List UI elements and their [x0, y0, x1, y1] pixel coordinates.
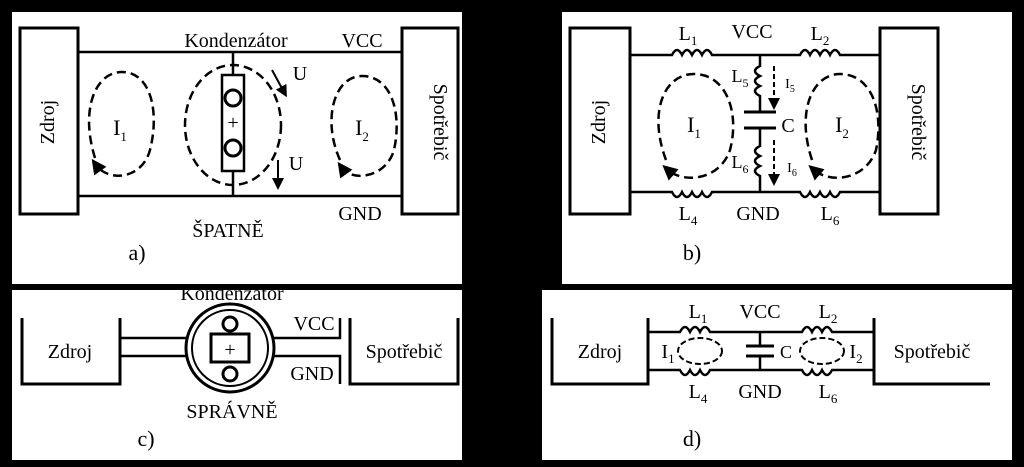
panel-d-loop1 [677, 337, 723, 365]
panel-c-verdict: SPRÁVNĚ [186, 400, 277, 423]
panel-c-gnd-label: GND [290, 363, 333, 385]
panel-c-source-block [20, 318, 122, 386]
panel-b: Zdroj Spotřebič L1 VCC L2 L4 GND L6 L5 L… [562, 12, 1012, 284]
panel-a-capacitor-pin-bottom [223, 138, 243, 158]
panel-c-vcc-label: VCC [293, 313, 334, 335]
panel-a-source-label: Zdroj [37, 100, 59, 144]
panel-d-gnd-label: GND [738, 381, 781, 403]
panel-a-source-block [18, 26, 80, 216]
panel-a-capacitor-label: Kondenzátor [184, 30, 288, 52]
panel-a-load-label: Spotřebič [429, 84, 451, 161]
panel-d-l6-label: L6 [819, 381, 838, 406]
panel-b-loop1-arrow [657, 72, 735, 181]
panel-d-l4-label: L4 [689, 381, 708, 406]
panel-b-loop2-arrow [804, 72, 880, 181]
panel-c-load-label: Spotřebič [366, 341, 443, 363]
panel-d-vcc-rail [648, 325, 874, 335]
panel-c-capacitor-rim [191, 309, 269, 387]
panel-b-vcc-rail [630, 48, 880, 58]
panel-b-gnd-rail [630, 189, 880, 199]
panel-a-u-top-arrow [271, 69, 287, 98]
panel-d-source-block [550, 318, 650, 386]
panel-b-i1-label: I1 [687, 112, 701, 141]
panel-a-u-top-label: U [293, 63, 308, 85]
panel-b-source-label: Zdroj [588, 100, 610, 144]
panel-d-source-label: Zdroj [578, 341, 622, 363]
panel-c-capacitor-sign: + [224, 339, 235, 361]
panel-b-load-label: Spotřebič [907, 84, 929, 161]
panel-a-verdict: ŠPATNĚ [192, 218, 264, 242]
panel-d: Zdroj Spotřebič L1 VCC L2 L4 GND L6 C I1… [542, 290, 1012, 460]
panel-a-load-block [400, 26, 460, 216]
panel-b-l4-label: L4 [679, 203, 698, 228]
panel-c-capacitor-pin-bottom [221, 365, 239, 383]
panel-a-loop2-label: I2 [355, 115, 369, 144]
panel-a-loop2-arrow [330, 74, 398, 179]
panel-b-cap-label: C [781, 115, 794, 137]
panel-a-vcc-label: VCC [341, 30, 382, 52]
panel-b-source-block [568, 26, 632, 216]
panel-c-source-label: Zdroj [48, 341, 92, 363]
panel-c-caption: c) [137, 426, 154, 451]
panel-d-loop2 [799, 337, 845, 365]
panel-d-vcc-label: VCC [739, 301, 780, 323]
panel-a-capacitor-pin-top [223, 88, 243, 108]
panel-c-load-block [348, 318, 460, 386]
panel-b-vcc-label: VCC [731, 21, 772, 43]
panel-d-gnd-rail [648, 367, 874, 377]
panel-d-l1-label: L1 [689, 301, 708, 326]
panel-d-l2-label: L2 [819, 301, 838, 326]
panel-a: Zdroj Spotřebič Kondenzátor VCC GND I1 +… [12, 12, 462, 284]
panel-d-caption: d) [683, 426, 701, 451]
panel-d-load-label: Spotřebič [894, 341, 971, 363]
panel-b-l6-label: L6 [732, 152, 749, 176]
panel-a-u-bottom-label: U [289, 153, 304, 175]
panel-b-l2-label: L2 [811, 23, 830, 48]
panel-b-i5-label: I5 [785, 77, 795, 95]
panel-b-l6b-label: L6 [821, 203, 840, 228]
panel-b-l5-inductor [753, 55, 763, 112]
panel-b-l1-label: L1 [679, 23, 698, 48]
panel-c: Kondenzátor Zdroj Spotřebič VCC GND + SP… [12, 283, 462, 460]
panel-c-capacitor-pin-top [221, 315, 239, 333]
panel-b-gnd-label: GND [736, 203, 779, 225]
panel-b-l5-label: L5 [732, 66, 749, 90]
panel-d-cap-label: C [780, 342, 792, 362]
panel-a-gnd-label: GND [338, 203, 381, 225]
panel-c-capacitor-body [209, 332, 251, 364]
panel-d-load-block [872, 318, 990, 386]
panel-a-loop1-arrow [87, 70, 156, 177]
panel-d-i1-label: I1 [661, 341, 674, 366]
panel-b-l6-inductor [753, 128, 763, 192]
panel-d-background [542, 290, 1012, 460]
panel-b-i6-label: I6 [787, 161, 797, 179]
panel-d-i2-label: I2 [849, 341, 862, 366]
panel-a-caption: a) [128, 240, 145, 265]
panel-b-caption: b) [683, 240, 701, 265]
panel-a-loop1-label: I1 [113, 115, 127, 144]
panel-a-capacitor-sign: + [227, 112, 238, 134]
panel-b-i2-label: I2 [835, 112, 849, 141]
panel-c-capacitor-label: Kondenzátor [180, 283, 284, 305]
panel-b-load-block [878, 26, 940, 216]
